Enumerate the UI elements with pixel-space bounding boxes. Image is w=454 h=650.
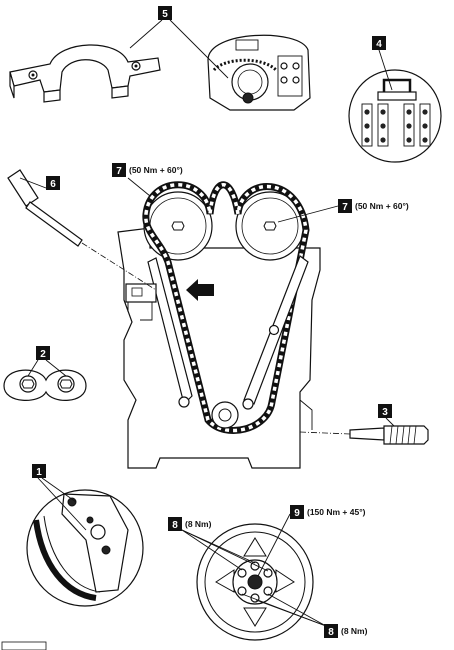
crankshaft-sprocket	[211, 401, 239, 429]
callout-7-right-number: 7	[342, 202, 348, 213]
callout-7-right-torque: (50 Nm + 60°)	[355, 201, 409, 211]
camshaft-locking-closeup	[348, 69, 442, 163]
callout-5: 5	[158, 6, 172, 20]
sprocket-marks	[3, 369, 87, 401]
callout-5-number: 5	[162, 9, 168, 20]
direction-arrow	[186, 279, 214, 301]
locking-bolt	[299, 425, 429, 445]
callout-8-lower: 8 (8 Nm)	[324, 624, 368, 638]
crankshaft-pulley	[196, 523, 314, 641]
callout-8-lower-torque: (8 Nm)	[341, 626, 368, 636]
timing-chain	[142, 181, 310, 434]
guide-bolt-left	[178, 396, 190, 408]
figure-id-box	[1, 641, 47, 650]
chain-guide-left	[147, 257, 193, 406]
callout-1: 1	[32, 464, 46, 478]
callout-4: 4	[372, 36, 386, 50]
callout-8-upper-torque: (8 Nm)	[185, 519, 212, 529]
camshaft-sprocket-left	[143, 191, 213, 261]
callout-6: 6	[46, 176, 60, 190]
callout-3-number: 3	[382, 407, 388, 418]
tensioner-pivot	[268, 324, 280, 336]
callout-2-number: 2	[40, 349, 46, 360]
callout-8-upper: 8 (8 Nm)	[168, 517, 212, 531]
callout-9-number: 9	[294, 508, 300, 519]
callout-9: 9 (150 Nm + 45°)	[290, 505, 366, 519]
callout-7-left-number: 7	[116, 166, 122, 177]
guide-bolt-right	[242, 398, 254, 410]
callout-9-torque: (150 Nm + 45°)	[307, 507, 366, 517]
callout-4-number: 4	[376, 39, 382, 50]
callout-8-lower-number: 8	[328, 627, 334, 638]
callout-7-left-torque: (50 Nm + 60°)	[129, 165, 183, 175]
locking-pin-tool	[7, 169, 157, 291]
callout-2: 2	[36, 346, 50, 360]
camshaft-closeup	[207, 34, 311, 111]
locking-bracket-tool	[9, 44, 161, 103]
leader-lines	[19, 19, 395, 627]
callout-8-upper-number: 8	[172, 520, 178, 531]
callout-3: 3	[378, 404, 392, 418]
callout-1-number: 1	[36, 467, 42, 478]
chain-tensioner	[125, 283, 157, 312]
callout-6-number: 6	[50, 179, 56, 190]
callout-7-left: 7 (50 Nm + 60°)	[112, 163, 183, 177]
crankshaft-closeup	[26, 489, 144, 607]
callout-7-right: 7 (50 Nm + 60°)	[338, 199, 409, 213]
